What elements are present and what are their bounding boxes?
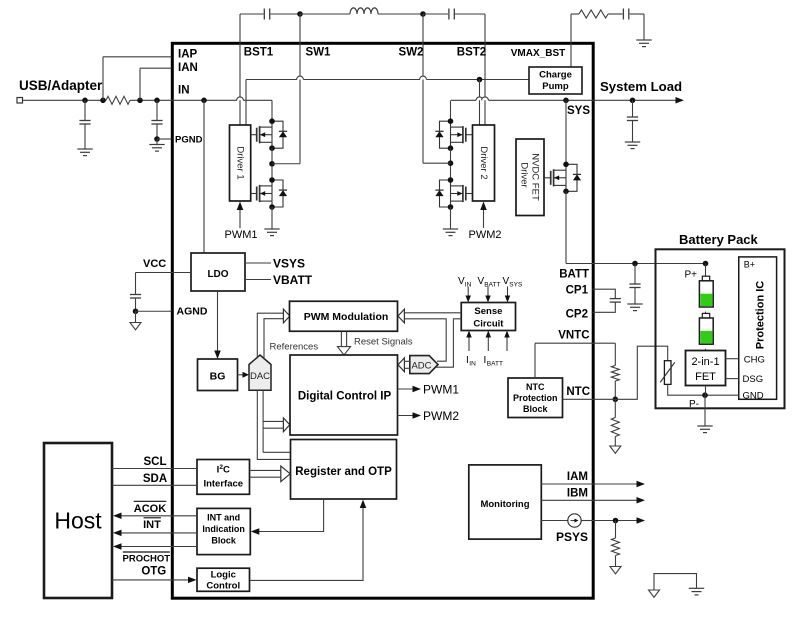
svg-text:Battery Pack: Battery Pack xyxy=(679,232,759,247)
svg-text:NTC: NTC xyxy=(526,382,545,392)
svg-text:DAC: DAC xyxy=(250,371,270,382)
svg-text:Pump: Pump xyxy=(542,81,569,92)
svg-text:SCL: SCL xyxy=(144,456,167,468)
svg-text:Digital Control IP: Digital Control IP xyxy=(298,391,392,403)
svg-text:Sense: Sense xyxy=(474,306,502,317)
svg-text:VBATT: VBATT xyxy=(273,273,313,287)
svg-text:Block: Block xyxy=(523,404,549,414)
svg-text:PWM1: PWM1 xyxy=(423,383,459,397)
svg-text:VMAX_BST: VMAX_BST xyxy=(511,48,565,59)
svg-text:BATT: BATT xyxy=(559,269,589,281)
svg-text:IN: IN xyxy=(465,281,472,288)
svg-text:System Load: System Load xyxy=(600,79,682,94)
svg-text:Protection: Protection xyxy=(513,393,558,403)
svg-text:V: V xyxy=(478,276,485,287)
svg-text:PWM1: PWM1 xyxy=(225,229,258,241)
svg-text:PROCHOT: PROCHOT xyxy=(123,554,171,565)
svg-text:CP1: CP1 xyxy=(566,284,589,296)
svg-text:2-in-1: 2-in-1 xyxy=(691,356,719,368)
svg-text:AGND: AGND xyxy=(177,306,208,318)
svg-text:PWM2: PWM2 xyxy=(469,229,502,241)
svg-text:Protection IC: Protection IC xyxy=(755,281,767,350)
svg-text:PWM Modulation: PWM Modulation xyxy=(304,311,389,323)
svg-text:BST2: BST2 xyxy=(457,47,486,59)
svg-text:FET: FET xyxy=(695,371,716,383)
svg-text:GND: GND xyxy=(743,391,764,402)
svg-text:PSYS: PSYS xyxy=(556,530,588,544)
svg-text:ACOK: ACOK xyxy=(134,503,166,515)
svg-text:Control: Control xyxy=(206,581,240,592)
svg-text:DSG: DSG xyxy=(743,374,764,385)
svg-text:USB/Adapter: USB/Adapter xyxy=(19,78,103,93)
svg-text:References: References xyxy=(270,342,319,353)
svg-text:Block: Block xyxy=(211,535,237,545)
svg-text:IN: IN xyxy=(469,360,476,367)
svg-text:BATT: BATT xyxy=(484,281,500,288)
svg-text:SYS: SYS xyxy=(567,105,590,117)
svg-text:SDA: SDA xyxy=(143,473,167,485)
svg-text:Reset Signals: Reset Signals xyxy=(354,337,413,348)
svg-text:CHG: CHG xyxy=(744,355,765,366)
svg-text:ADC: ADC xyxy=(411,360,431,371)
svg-text:BST1: BST1 xyxy=(244,47,274,59)
svg-text:OTG: OTG xyxy=(141,566,166,578)
svg-text:IN: IN xyxy=(178,85,190,97)
svg-text:IAN: IAN xyxy=(178,62,198,74)
svg-text:SYS: SYS xyxy=(509,281,523,288)
svg-text:PGND: PGND xyxy=(175,135,203,146)
svg-text:INT and: INT and xyxy=(207,512,240,522)
svg-text:Host: Host xyxy=(54,508,102,534)
svg-text:Charge: Charge xyxy=(539,70,572,81)
svg-text:NVDC FET: NVDC FET xyxy=(530,153,541,201)
svg-text:Monitoring: Monitoring xyxy=(480,499,529,510)
svg-text:V: V xyxy=(458,276,465,287)
svg-text:P-: P- xyxy=(689,399,699,410)
svg-text:BATT: BATT xyxy=(487,360,503,367)
svg-text:IBM: IBM xyxy=(567,488,588,500)
svg-text:NTC: NTC xyxy=(566,386,590,398)
svg-text:VSYS: VSYS xyxy=(273,257,305,271)
svg-text:Driver: Driver xyxy=(519,162,530,187)
svg-text:Interface: Interface xyxy=(203,479,243,490)
svg-text:I: I xyxy=(484,355,487,366)
svg-text:VNTC: VNTC xyxy=(558,330,589,342)
svg-text:SW1: SW1 xyxy=(306,47,332,59)
svg-text:SW2: SW2 xyxy=(399,47,424,59)
svg-text:V: V xyxy=(503,276,510,287)
svg-text:Circuit: Circuit xyxy=(473,319,504,330)
svg-text:Indication: Indication xyxy=(202,524,245,534)
svg-text:CP2: CP2 xyxy=(566,309,588,321)
svg-text:P+: P+ xyxy=(685,270,698,281)
svg-text:I2C: I2C xyxy=(217,464,230,476)
svg-text:BG: BG xyxy=(210,371,226,383)
svg-text:Driver 1: Driver 1 xyxy=(235,146,246,179)
svg-text:B+: B+ xyxy=(744,260,755,270)
svg-text:PWM2: PWM2 xyxy=(423,409,459,423)
svg-text:INT: INT xyxy=(143,519,161,531)
svg-text:IAM: IAM xyxy=(567,471,588,483)
svg-text:Register and OTP: Register and OTP xyxy=(295,466,392,478)
svg-text:IAP: IAP xyxy=(178,49,198,61)
svg-text:VCC: VCC xyxy=(143,258,166,270)
svg-text:Driver 2: Driver 2 xyxy=(478,146,489,179)
svg-text:I: I xyxy=(466,355,469,366)
svg-text:LDO: LDO xyxy=(207,269,228,280)
svg-text:Logic: Logic xyxy=(211,570,236,581)
